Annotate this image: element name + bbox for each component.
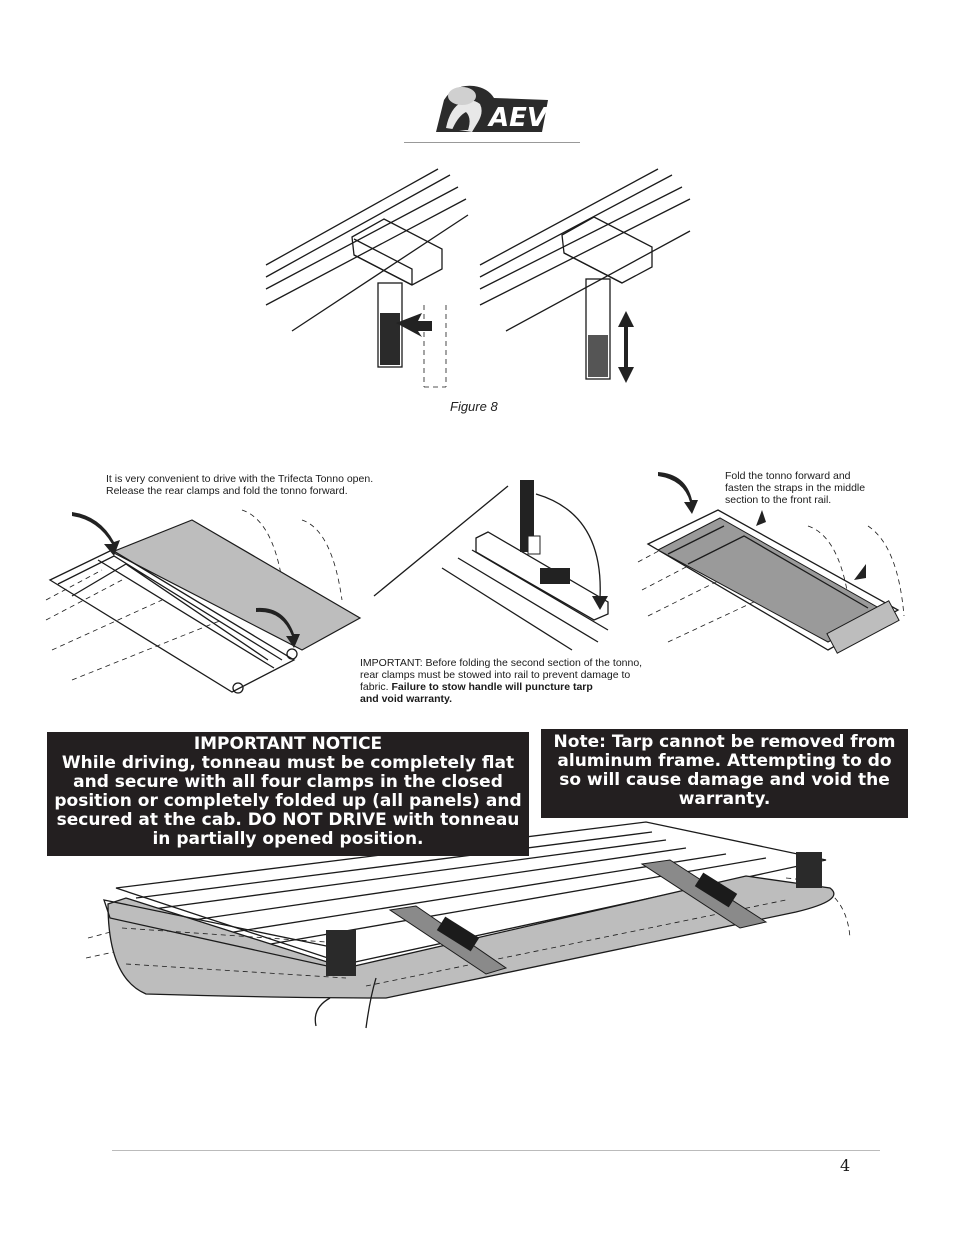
step-right-line-3: section to the front rail. — [725, 494, 832, 506]
important-notice-title: IMPORTANT NOTICE — [193, 734, 383, 754]
important-notice-line-3: position or completely folded up (all pa… — [54, 791, 522, 811]
step-right-line-2: fasten the straps in the middle — [725, 482, 866, 494]
important-notice-line-5: in partially opened position. — [152, 829, 424, 849]
step-middle-warning-1: Failure to stow handle will puncture tar… — [391, 681, 593, 693]
strap-arrow-icon-1 — [756, 510, 766, 526]
step-middle-line-2: rear clamps must be stowed into rail to … — [360, 669, 631, 681]
step-left-text: It is very convenient to drive with the … — [106, 473, 426, 497]
important-notice-line-4: secured at the cab. DO NOT DRIVE with to… — [56, 810, 520, 830]
tarp-note-line-2: aluminum frame. Attempting to do — [557, 751, 892, 771]
step-middle-illustration — [372, 478, 612, 654]
strap-arrow-icon-2 — [854, 564, 866, 580]
step-middle-warning-2: and void warranty. — [360, 693, 452, 705]
step-left-line-2: Release the rear clamps and fold the ton… — [106, 485, 348, 497]
footer-rule — [112, 1150, 880, 1151]
figure-8-caption: Figure 8 — [450, 399, 498, 414]
fold-arrow-icon — [72, 512, 120, 556]
important-notice-box: IMPORTANT NOTICE While driving, tonneau … — [47, 732, 529, 856]
logo-text: AEV — [487, 103, 549, 133]
logo-underline — [404, 142, 580, 143]
figure-8-illustration — [262, 165, 692, 397]
step-right-illustration — [628, 466, 914, 666]
page-number: 4 — [840, 1156, 851, 1175]
step-right-line-1: Fold the tonno forward and — [725, 470, 851, 482]
step-left-line-1: It is very convenient to drive with the … — [106, 473, 374, 485]
rail-right-drawing — [479, 168, 691, 383]
step-middle-text: IMPORTANT: Before folding the second sec… — [360, 657, 670, 705]
step-right-text: Fold the tonno forward and fasten the st… — [725, 470, 905, 506]
fold-forward-arrow-icon — [658, 472, 698, 514]
important-notice-line-1: While driving, tonneau must be completel… — [61, 753, 515, 773]
aev-logo: AEV — [428, 78, 552, 136]
step-middle-line-3: fabric. — [360, 681, 392, 693]
tarp-note-line-3: so will cause damage and void the — [559, 770, 890, 790]
important-notice-line-2: and secure with all four clamps in the c… — [73, 772, 503, 792]
bison-logo-icon — [436, 85, 548, 132]
tonneau-bottom-illustration — [85, 818, 856, 1038]
tarp-note-line-4: warranty. — [678, 789, 771, 809]
tarp-note-line-1: Note: Tarp cannot be removed from — [553, 732, 896, 752]
step-middle-line-1: IMPORTANT: Before folding the second sec… — [360, 657, 643, 669]
step-left-illustration — [42, 500, 362, 700]
stow-arrow-icon — [592, 596, 608, 610]
rail-left-drawing — [265, 168, 469, 388]
tarp-note-box: Note: Tarp cannot be removed from alumin… — [541, 729, 908, 818]
